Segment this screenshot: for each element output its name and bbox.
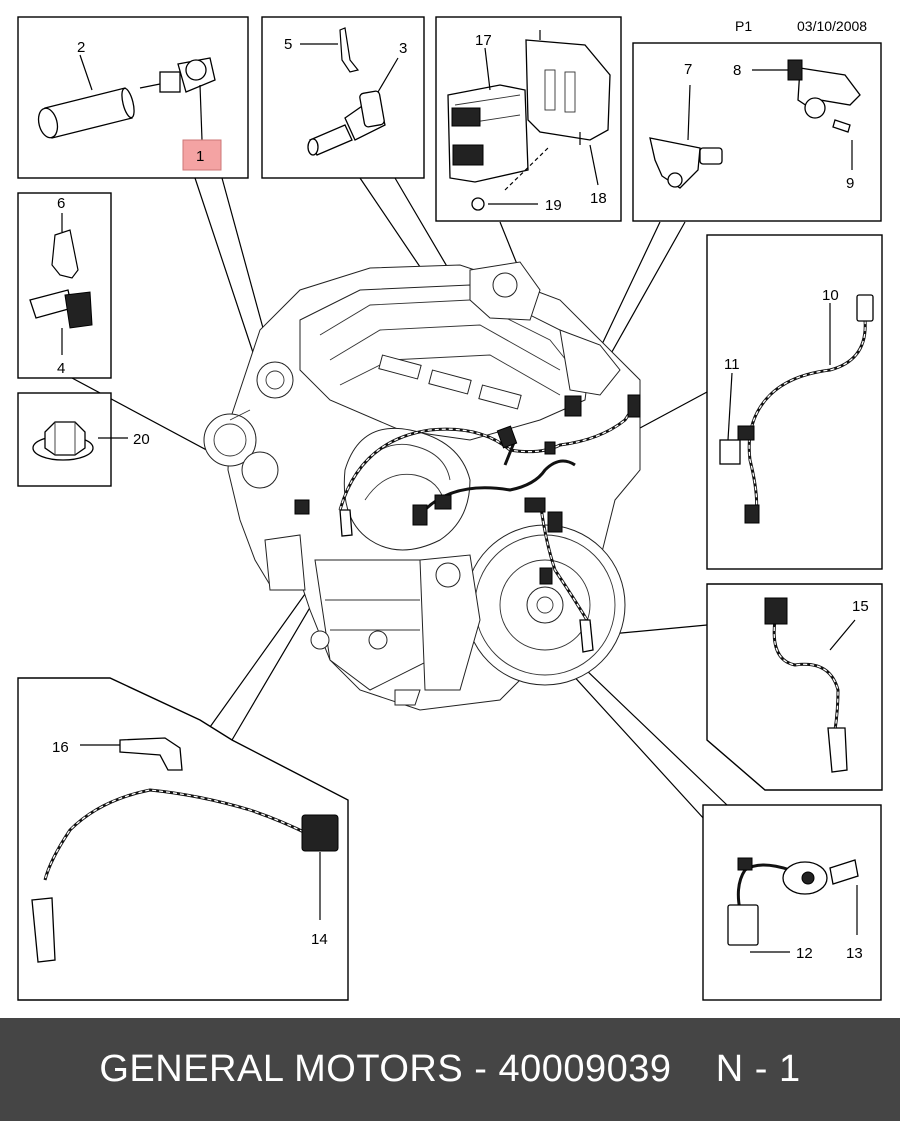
callout-10: 10 bbox=[822, 287, 839, 304]
callout-19: 19 bbox=[545, 197, 562, 214]
callout-18: 18 bbox=[590, 190, 607, 207]
callout-12: 12 bbox=[796, 945, 813, 962]
callout-14: 14 bbox=[311, 931, 328, 948]
callout-17: 17 bbox=[475, 32, 492, 49]
diagram-date: 03/10/2008 bbox=[797, 18, 867, 34]
detail-box-3-5: 5 3 bbox=[261, 16, 425, 179]
callout-4: 4 bbox=[57, 360, 65, 377]
callout-20: 20 bbox=[133, 431, 150, 448]
callout-6: 6 bbox=[57, 195, 65, 212]
detail-box-1-2: 1 2 bbox=[17, 16, 249, 179]
callout-3: 3 bbox=[399, 40, 407, 57]
detail-box-7-8-9: 7 8 9 bbox=[632, 42, 882, 222]
footer-banner: GENERAL MOTORS - 40009039 N - 1 bbox=[0, 1018, 900, 1121]
engine-illustration bbox=[203, 261, 641, 711]
part-number-caption: GENERAL MOTORS - 40009039 N - 1 bbox=[99, 1048, 801, 1090]
callout-9: 9 bbox=[846, 175, 854, 192]
callout-15: 15 bbox=[852, 598, 869, 615]
detail-box-14-16: 16 14 bbox=[17, 677, 349, 1001]
callout-1: 1 bbox=[196, 148, 204, 165]
engine-wiring-harness bbox=[294, 394, 641, 653]
detail-box-4-6: 6 4 bbox=[17, 192, 112, 379]
detail-box-10-11: 10 11 bbox=[706, 234, 883, 570]
callout-16: 16 bbox=[52, 739, 69, 756]
callout-2: 2 bbox=[77, 39, 85, 56]
detail-box-20: 20 bbox=[17, 392, 150, 487]
detail-box-12-13: 12 13 bbox=[702, 804, 882, 1001]
callout-11: 11 bbox=[724, 356, 740, 373]
page-number: P1 bbox=[735, 18, 752, 34]
callout-13: 13 bbox=[846, 945, 863, 962]
callout-7: 7 bbox=[684, 61, 692, 78]
detail-box-15: 15 bbox=[706, 583, 883, 791]
callout-8: 8 bbox=[733, 62, 741, 79]
callout-1-highlight bbox=[182, 139, 222, 171]
detail-box-17-18-19: 17 19 18 bbox=[435, 16, 622, 222]
callout-5: 5 bbox=[284, 36, 292, 53]
